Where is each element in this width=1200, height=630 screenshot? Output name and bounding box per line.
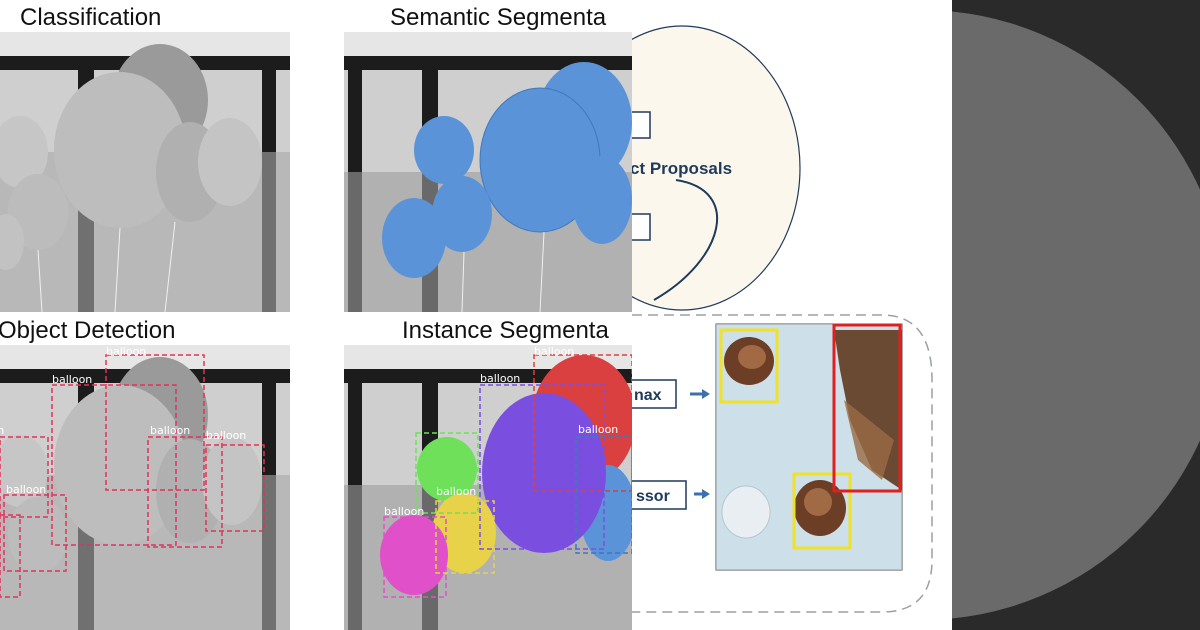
proposal-box-top — [632, 111, 651, 139]
balloon-photo-segmented — [344, 32, 632, 312]
instance-box-labels: balloon balloon balloon balloon balloon — [384, 345, 618, 518]
rcnn-diagram-panel: ct Proposals nax ssor — [632, 0, 950, 630]
box-label: balloon — [384, 505, 424, 518]
rcnn-diagram: ct Proposals nax ssor — [632, 25, 933, 613]
instance-panel: Instance Segmenta balloon — [340, 315, 632, 630]
classification-panel: Classification — [0, 0, 300, 315]
box-label: balloon — [150, 424, 190, 437]
softmax-label: nax — [634, 387, 662, 404]
softmax-box — [632, 379, 677, 409]
box-label: balloon — [578, 423, 618, 436]
detection-box-labels: balloon balloon balloon balloon balloon … — [0, 345, 246, 496]
detection-panel: Object Detection — [0, 315, 300, 630]
box-label: balloon — [480, 372, 520, 385]
rust-box-yellow-2 — [792, 472, 852, 550]
box-label: balloon — [436, 485, 476, 498]
box-label: balloon — [534, 345, 574, 358]
box-label: balloon — [0, 424, 4, 437]
box-label: balloon — [206, 429, 246, 442]
gray-circle — [952, 11, 1200, 619]
box-label: balloon — [52, 373, 92, 386]
proposal-arrow — [653, 179, 718, 301]
classification-photo — [0, 32, 290, 312]
regressor-label: ssor — [636, 488, 670, 505]
balloon-photo-boxes: balloon balloon balloon balloon balloon … — [0, 345, 290, 630]
balloon-photo-gray — [0, 32, 290, 312]
regressor-box — [632, 480, 687, 510]
box-label: balloon — [106, 345, 146, 358]
clean-spot — [721, 485, 771, 539]
instance-title: Instance Segmenta — [402, 317, 609, 344]
proposal-box-bottom — [632, 213, 651, 241]
balloon-photo-instances: balloon balloon balloon balloon balloon — [344, 345, 632, 630]
detection-title: Object Detection — [0, 317, 176, 344]
proposal-region — [632, 25, 801, 311]
dashed-region — [632, 314, 933, 613]
instance-boxes — [383, 354, 632, 598]
detection-photo: balloon balloon balloon balloon balloon … — [0, 345, 290, 630]
semantic-panel: Semantic Segmenta — [340, 0, 632, 315]
semantic-title: Semantic Segmenta — [390, 4, 607, 31]
dark-decorative-panel — [952, 0, 1200, 630]
rust-box-yellow-1 — [719, 328, 779, 404]
proposals-label: ct Proposals — [632, 159, 732, 178]
dark-circle-graphic — [952, 0, 1200, 630]
box-label: balloon — [6, 483, 46, 496]
instance-photo: balloon balloon balloon balloon balloon — [344, 345, 632, 630]
semantic-photo — [344, 32, 632, 312]
rust-photo — [715, 323, 903, 571]
detection-boxes — [0, 354, 265, 598]
classification-title: Classification — [20, 4, 162, 31]
rust-box-red — [832, 323, 902, 493]
